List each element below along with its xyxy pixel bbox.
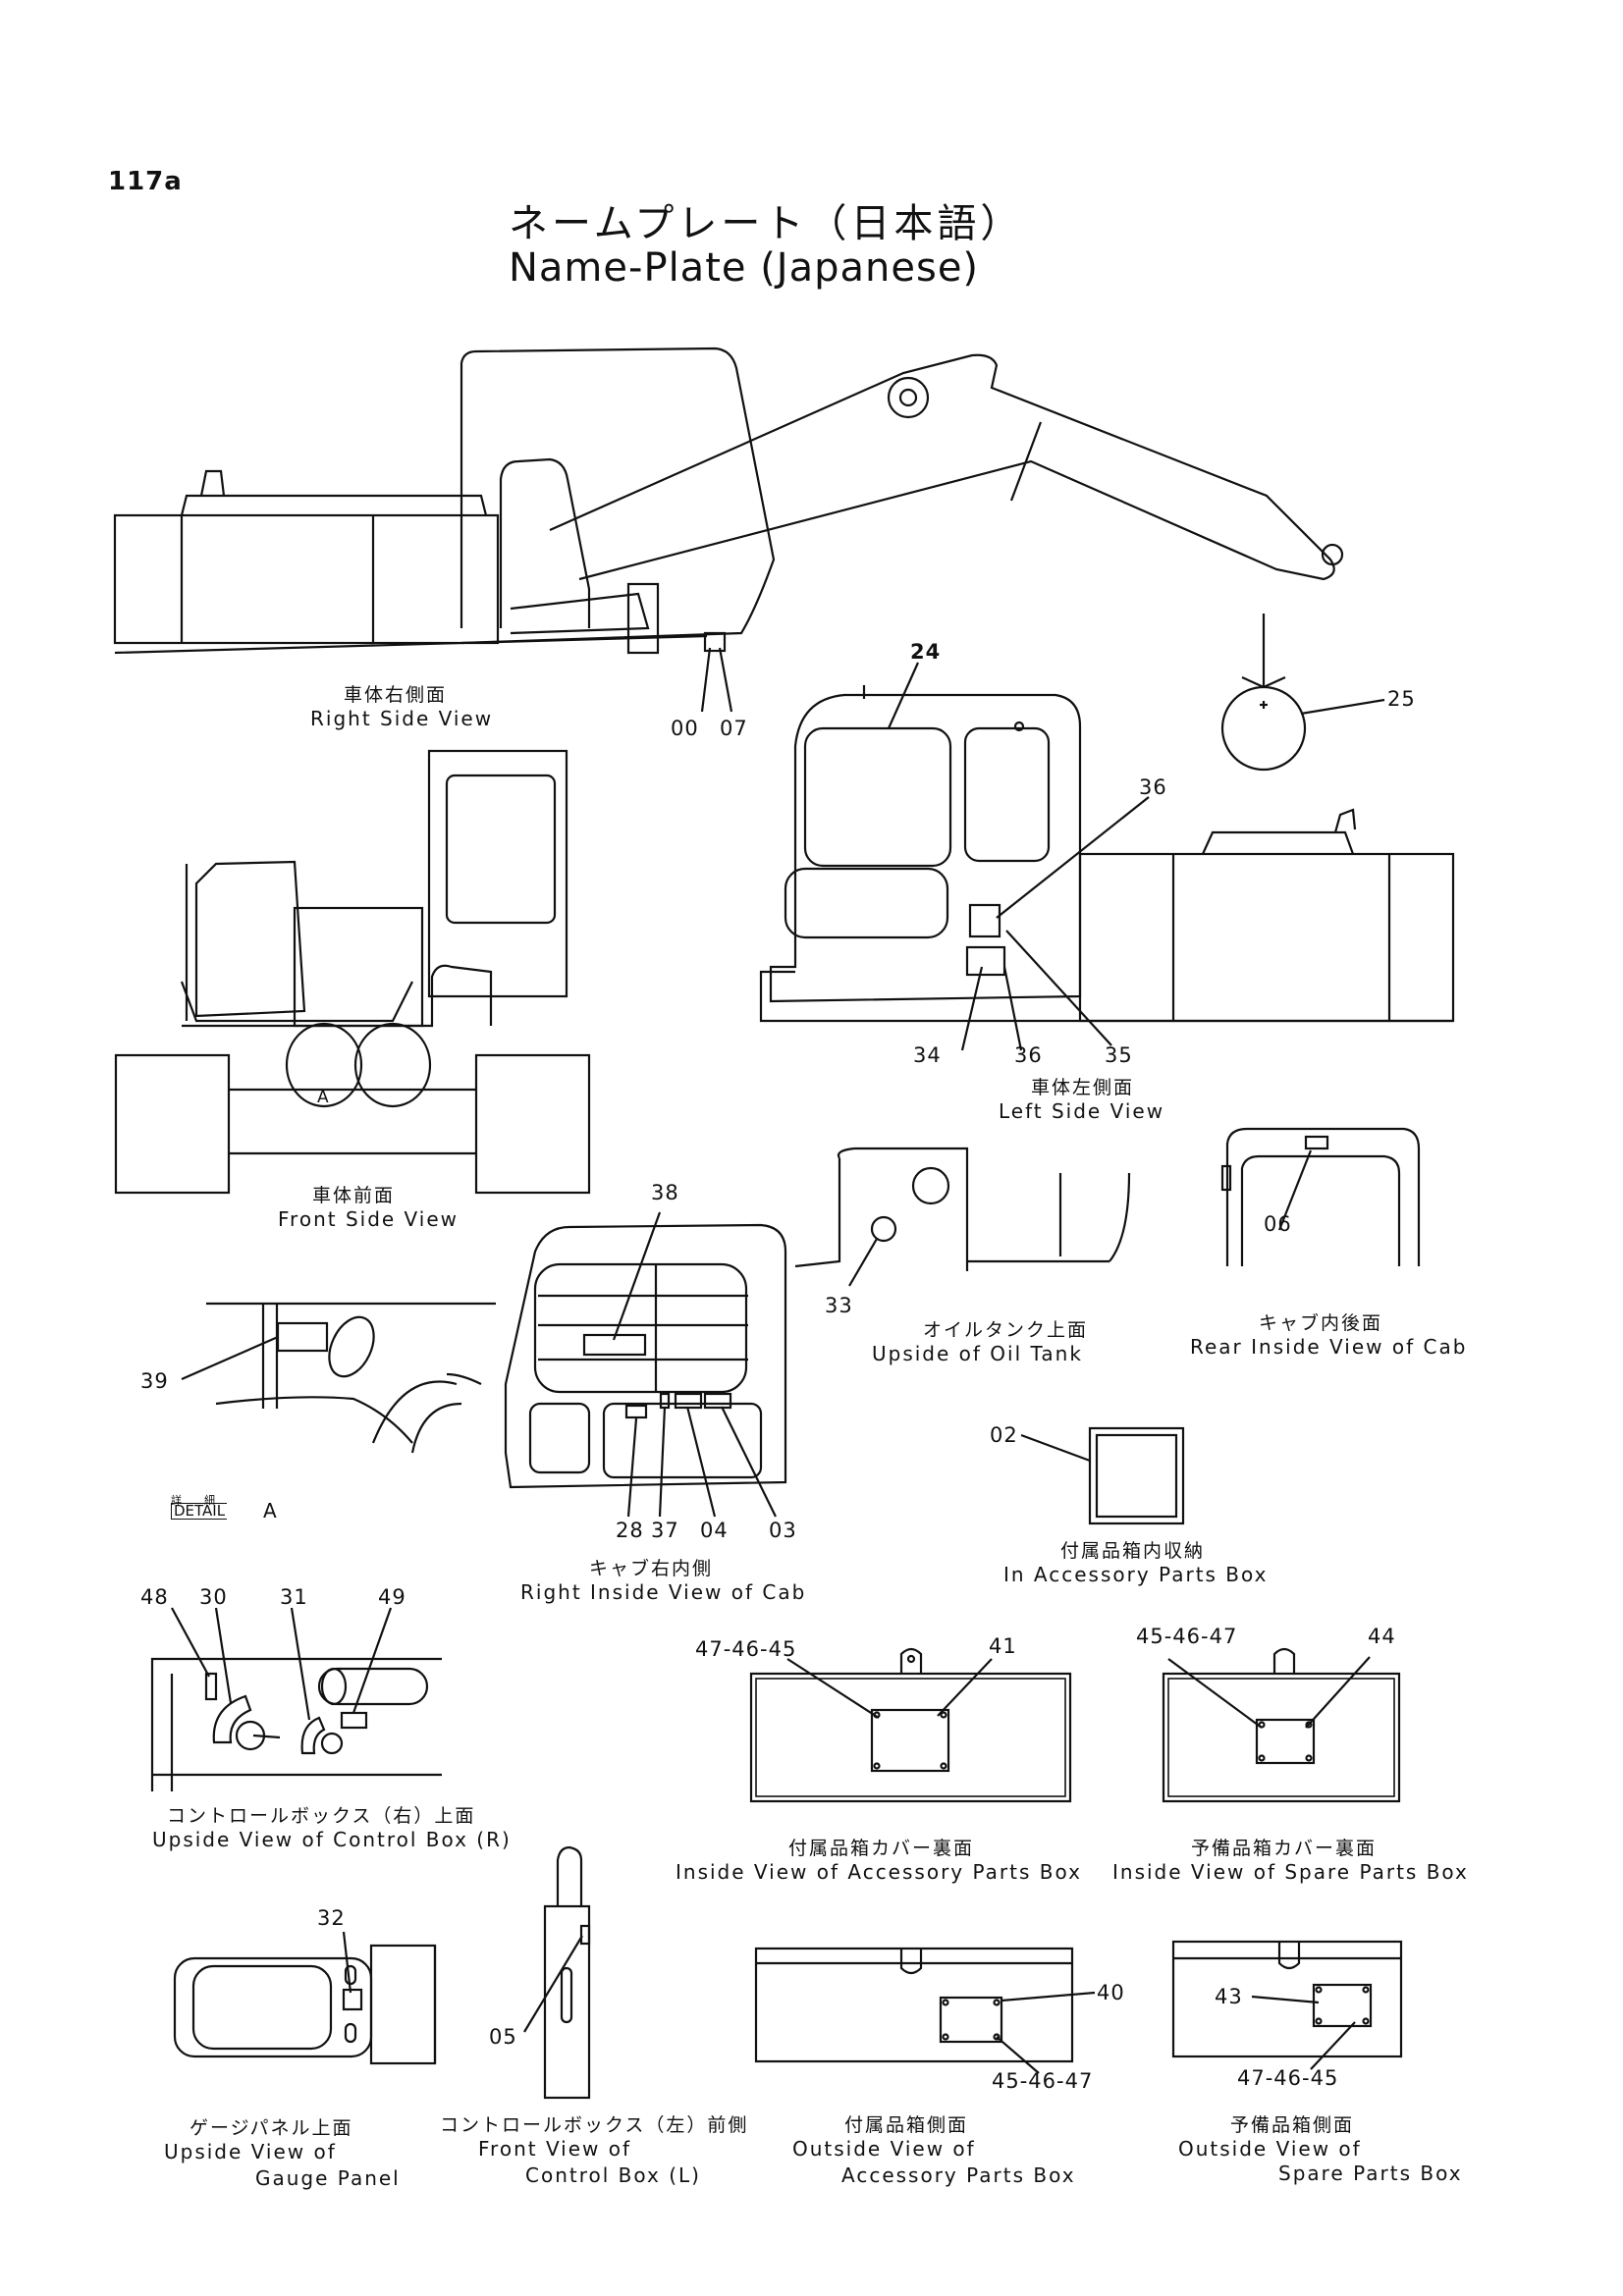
gauge-ring-drawing — [1220, 614, 1307, 772]
right-cab-drawing — [504, 1223, 787, 1489]
spare-side-jp: 予備品箱側面 — [1230, 2114, 1355, 2136]
gauge-panel-en1: Upside View of — [164, 2140, 337, 2163]
callout-36-lower: 36 — [1014, 1043, 1043, 1067]
accessory-cover-en: Inside View of Accessory Parts Box — [676, 1860, 1082, 1884]
spare-cover-drawing — [1162, 1647, 1401, 1803]
right-cab-jp: キャブ右内側 — [589, 1558, 714, 1579]
accessory-box-in-jp: 付属品箱内収納 — [1060, 1540, 1206, 1562]
rear-cab-en: Rear Inside View of Cab — [1190, 1335, 1468, 1359]
detail-a-drawing — [206, 1302, 496, 1454]
oil-tank-drawing — [794, 1147, 1131, 1271]
callout-48: 48 — [140, 1585, 169, 1609]
spare-side-en1: Outside View of — [1178, 2137, 1362, 2161]
accessory-side-en1: Outside View of — [792, 2137, 976, 2161]
callout-34: 34 — [913, 1043, 942, 1067]
rear-cab-drawing — [1220, 1127, 1421, 1266]
right-cab-en: Right Inside View of Cab — [520, 1580, 807, 1604]
callout-35: 35 — [1105, 1043, 1133, 1067]
callout-06: 06 — [1264, 1212, 1292, 1236]
callout-41: 41 — [989, 1634, 1017, 1658]
page-number: 117a — [108, 167, 183, 196]
control-box-l-drawing — [543, 1845, 591, 2100]
callout-44: 44 — [1368, 1625, 1396, 1648]
accessory-side-en2: Accessory Parts Box — [841, 2163, 1076, 2187]
accessory-box-inner-drawing — [1088, 1426, 1185, 1525]
callout-31: 31 — [280, 1585, 308, 1609]
control-box-l-en1: Front View of — [478, 2137, 632, 2161]
callout-28: 28 — [616, 1519, 644, 1542]
callout-30: 30 — [199, 1585, 228, 1609]
detail-label-en: DETAIL — [171, 1503, 228, 1520]
control-box-r-jp: コントロールボックス（右）上面 — [167, 1805, 476, 1827]
callout-25: 25 — [1387, 687, 1416, 711]
callout-37: 37 — [651, 1519, 679, 1542]
callout-38: 38 — [651, 1181, 679, 1204]
callout-47-46-45-bottom: 47-46-45 — [1237, 2066, 1339, 2090]
spare-cover-jp: 予備品箱カバー裏面 — [1191, 1838, 1378, 1859]
callout-04: 04 — [700, 1519, 729, 1542]
right-side-view-drawing — [113, 347, 1344, 655]
right-side-view-en: Right Side View — [310, 707, 494, 730]
control-box-l-jp: コントロールボックス（左）前側 — [440, 2114, 749, 2136]
accessory-side-drawing — [754, 1947, 1074, 2063]
rear-cab-jp: キャブ内後面 — [1259, 1312, 1383, 1334]
callout-02: 02 — [990, 1423, 1018, 1447]
gauge-panel-en2: Gauge Panel — [255, 2166, 401, 2190]
callout-36-upper: 36 — [1139, 775, 1167, 799]
accessory-side-jp: 付属品箱側面 — [844, 2114, 969, 2136]
control-box-l-en2: Control Box (L) — [525, 2163, 701, 2187]
callout-43: 43 — [1215, 1985, 1243, 2008]
spare-cover-en: Inside View of Spare Parts Box — [1112, 1860, 1469, 1884]
leader-lines — [171, 647, 1385, 2074]
detail-a-label: 詳 細 DETAIL A — [169, 1492, 285, 1522]
callout-33: 33 — [825, 1294, 853, 1317]
right-side-view-jp: 車体右側面 — [344, 684, 448, 706]
callout-05: 05 — [489, 2025, 517, 2049]
callout-00: 00 — [671, 717, 699, 740]
callout-24: 24 — [910, 640, 942, 664]
spare-side-drawing — [1171, 1940, 1403, 2058]
callout-39: 39 — [140, 1369, 169, 1393]
gauge-panel-drawing — [173, 1944, 437, 2065]
front-side-view-drawing — [114, 749, 591, 1195]
control-box-r-en: Upside View of Control Box (R) — [152, 1828, 512, 1851]
control-box-r-drawing — [150, 1657, 442, 1791]
detail-marker-a: A — [317, 1088, 330, 1107]
spare-side-en2: Spare Parts Box — [1278, 2162, 1463, 2185]
front-side-view-en: Front Side View — [278, 1207, 460, 1231]
accessory-cover-jp: 付属品箱カバー裏面 — [788, 1838, 975, 1859]
callout-45-46-47-bottom: 45-46-47 — [992, 2069, 1094, 2093]
accessory-cover-drawing — [749, 1647, 1072, 1803]
oil-tank-jp: オイルタンク上面 — [923, 1319, 1089, 1341]
callout-49: 49 — [378, 1585, 406, 1609]
detail-label-letter: A — [263, 1499, 277, 1522]
page-title-english: Name-Plate (Japanese) — [509, 245, 980, 291]
callout-47-46-45-top: 47-46-45 — [695, 1637, 797, 1661]
callout-32: 32 — [317, 1906, 346, 1930]
callout-07: 07 — [720, 717, 748, 740]
callout-45-46-47-top: 45-46-47 — [1136, 1625, 1238, 1648]
gauge-panel-jp: ゲージパネル上面 — [189, 2117, 353, 2139]
left-side-view-en: Left Side View — [999, 1099, 1165, 1123]
page-title-japanese: ネームプレート（日本語） — [509, 201, 1024, 246]
left-side-view-jp: 車体左側面 — [1031, 1077, 1135, 1098]
oil-tank-en: Upside of Oil Tank — [872, 1342, 1083, 1365]
front-side-view-jp: 車体前面 — [312, 1185, 396, 1206]
callout-40: 40 — [1097, 1981, 1125, 2004]
accessory-box-in-en: In Accessory Parts Box — [1003, 1563, 1269, 1586]
left-side-view-drawing — [759, 685, 1455, 1023]
callout-03: 03 — [769, 1519, 797, 1542]
